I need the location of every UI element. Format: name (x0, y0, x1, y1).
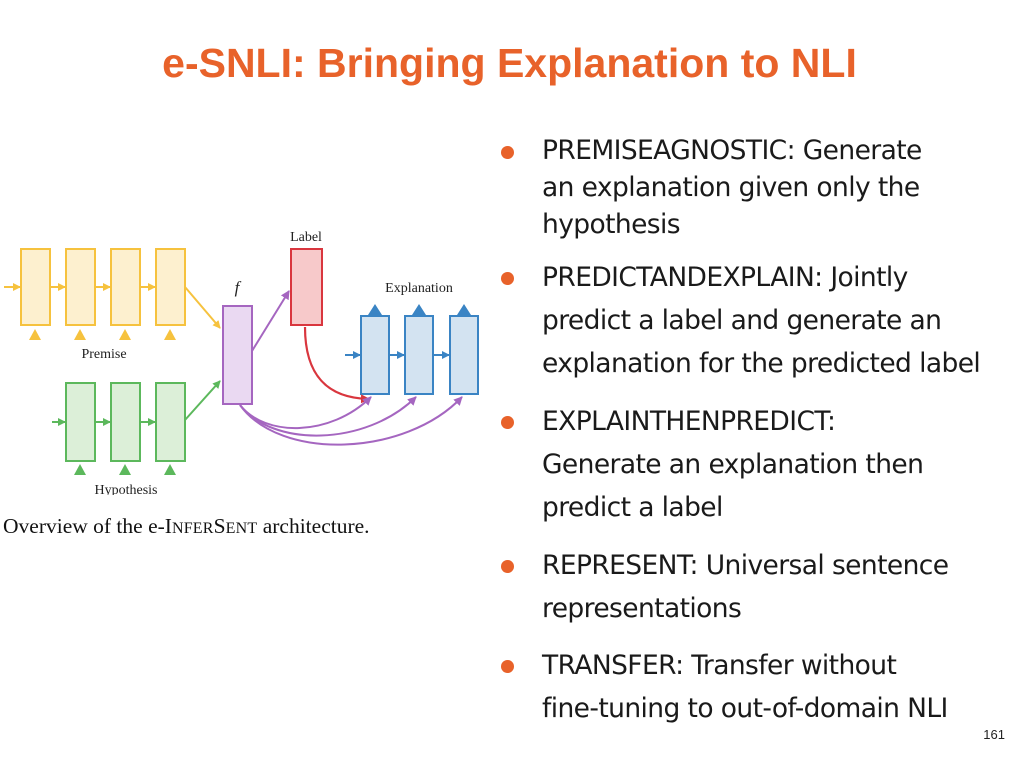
hypothesis-label: Hypothesis (95, 483, 158, 495)
bullet-dot (501, 416, 514, 429)
slide-title: e-SNLI: Bringing Explanation to NLI (162, 40, 857, 86)
explanation-decoder (345, 304, 479, 395)
label-to-explanation-arrow (303, 326, 370, 404)
figure-caption: Overview of the e-INFERSENT architecture… (3, 514, 370, 538)
premise-encoder (4, 248, 221, 340)
bullet-dot (501, 660, 514, 673)
label-caption: Label (290, 230, 322, 245)
f-to-explanation-arrows (239, 396, 463, 446)
f-to-label-arrow (251, 290, 290, 352)
bullet-text: REPRESENT: Universal sentence representa… (542, 550, 949, 624)
f-feature-box (222, 305, 253, 405)
bullet-dot (501, 560, 514, 573)
explanation-label: Explanation (385, 281, 453, 296)
e-infersent-architecture-diagram: Premise Hypothesis f Label Explanation (4, 230, 479, 495)
f-label: f (235, 278, 242, 297)
bullet-text: TRANSFER: Transfer without fine-tuning t… (542, 650, 948, 724)
bullet-dot (501, 146, 514, 159)
label-box (290, 248, 323, 326)
premise-label: Premise (81, 347, 126, 362)
bullet-text: EXPLAINTHENPREDICT: Generate an explanat… (542, 406, 924, 523)
page-number: 161 (983, 727, 1005, 742)
hypothesis-encoder (52, 380, 221, 475)
bullet-dot (501, 272, 514, 285)
bullet-text: PREMISEAGNOSTIC: Generate an explanation… (542, 135, 922, 240)
bullet-text: PREDICTANDEXPLAIN: Jointly predict a lab… (542, 262, 981, 379)
